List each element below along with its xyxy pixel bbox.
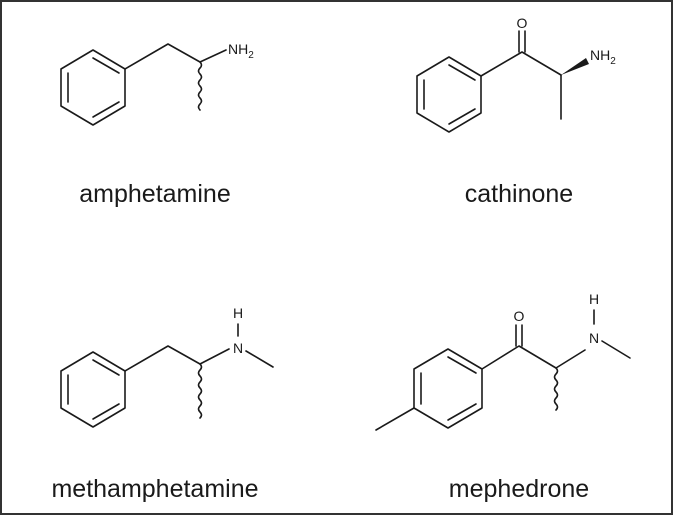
carbon-chain <box>124 345 230 372</box>
mephedrone-structure: O H N <box>375 291 631 431</box>
amine-nitrogen-label: N <box>589 330 599 346</box>
amine-label: NH2 <box>228 41 254 61</box>
wavy-methyl-bond <box>197 61 203 111</box>
amine-hydrogen-label: H <box>233 305 243 321</box>
para-methyl-bond <box>375 407 415 431</box>
carbon-chain <box>481 345 586 370</box>
cathinone-structure: O NH2 <box>416 15 616 133</box>
molecule-name-mephedrone: mephedrone <box>449 475 589 503</box>
carbonyl-oxygen-label: O <box>514 308 525 324</box>
amine-nitrogen-label: N <box>233 340 243 356</box>
wavy-methyl-bond <box>197 363 203 419</box>
wavy-methyl-bond <box>553 367 559 411</box>
n-methyl-bond <box>601 340 631 359</box>
molecule-name-methamphetamine: methamphetamine <box>51 475 258 503</box>
carbon-chain <box>480 51 562 77</box>
molecule-name-cathinone: cathinone <box>465 180 573 208</box>
carbonyl-oxygen-label: O <box>517 15 528 31</box>
amphetamine-structure: NH2 <box>60 41 254 126</box>
molecule-name-amphetamine: amphetamine <box>79 180 230 208</box>
wedge-bond <box>561 58 589 75</box>
carbon-chain <box>124 43 227 70</box>
amine-label: NH2 <box>590 47 616 67</box>
amine-hydrogen-label: H <box>589 291 599 307</box>
n-methyl-bond <box>245 350 274 368</box>
methamphetamine-structure: H N <box>60 305 274 428</box>
